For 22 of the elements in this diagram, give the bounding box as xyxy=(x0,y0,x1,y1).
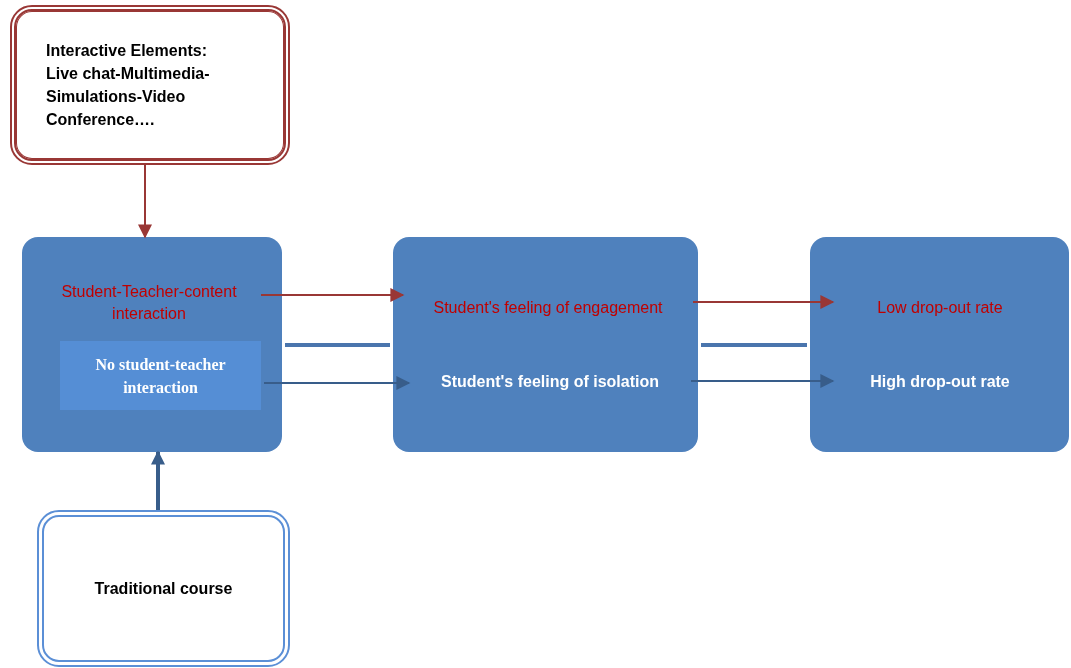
node-text: Student-Teacher-content interaction xyxy=(40,280,258,326)
arrow xyxy=(260,288,405,302)
box-text: Traditional course xyxy=(94,579,233,598)
node-text: Student's feeling of isolation xyxy=(412,366,688,398)
process-box xyxy=(22,237,282,452)
callout-box xyxy=(37,510,290,667)
box-text: Interactive Elements: Live chat-Multimedia-Simulations-Video Conference…. xyxy=(46,41,211,130)
connector-line xyxy=(285,343,390,347)
arrow xyxy=(138,164,152,239)
arrow xyxy=(151,450,165,510)
node-text: High drop-out rate xyxy=(836,366,1044,398)
arrow xyxy=(263,376,411,390)
arrow xyxy=(690,374,835,388)
connector-line xyxy=(701,343,807,347)
process-box xyxy=(810,237,1069,452)
node-text: Student's feeling of engagement xyxy=(406,292,690,324)
callout-box xyxy=(10,5,290,165)
process-box xyxy=(393,237,698,452)
arrow xyxy=(692,295,835,309)
inner-box xyxy=(60,341,261,410)
node-text: Low drop-out rate xyxy=(836,292,1044,324)
box-text: No student-teacher interaction xyxy=(94,354,227,398)
